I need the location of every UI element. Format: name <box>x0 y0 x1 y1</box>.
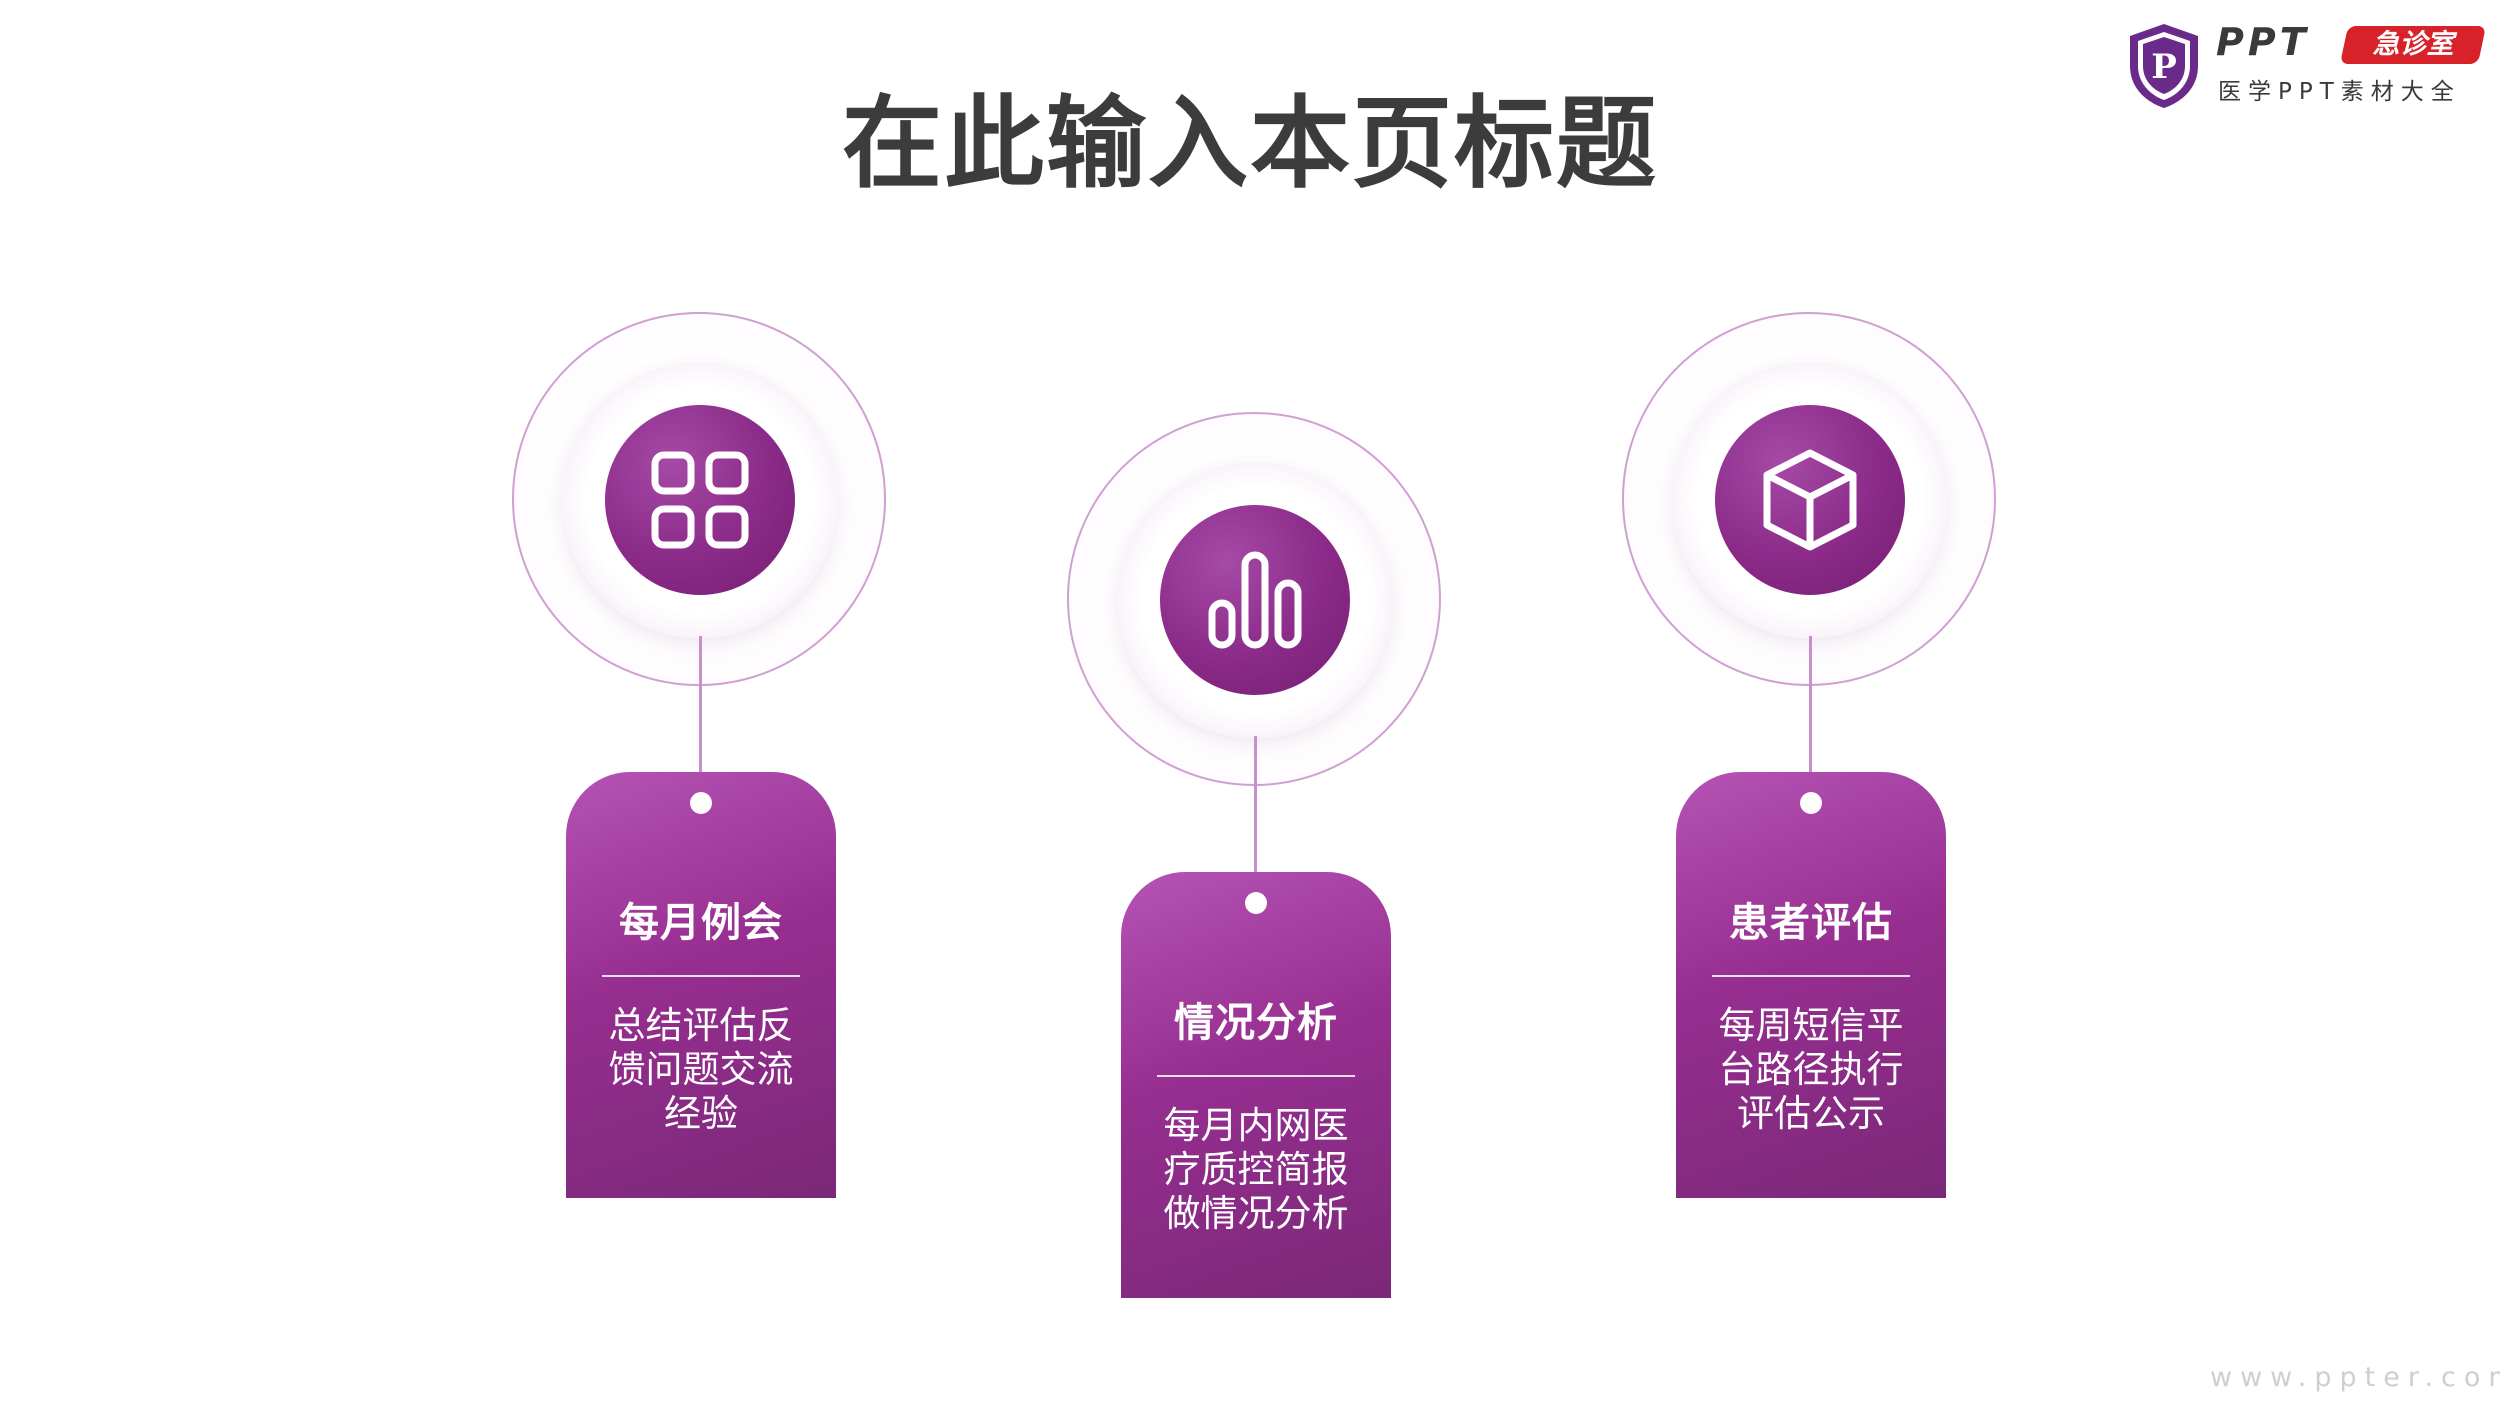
logo-ppt-text: PPT <box>2216 20 2310 64</box>
tag-title: 患者评估 <box>1729 900 1893 946</box>
icon-circle <box>605 405 795 595</box>
column-situation-analysis: 情况分析 每月内网医疗质控简报做情况分析 <box>1065 410 1445 1300</box>
tag-title: 情况分析 <box>1174 1000 1338 1046</box>
tag-title: 每月例会 <box>619 900 783 946</box>
connector-line <box>699 636 702 786</box>
cube-icon <box>1763 449 1857 551</box>
logo-subtitle: 医学PPT素材大全 <box>2218 79 2461 105</box>
tag-body: 每月内网医疗质控简报做情况分析 <box>1163 1104 1349 1235</box>
icon-rings <box>510 310 890 690</box>
tag-body: 每周短信平台路径执行评估公示 <box>1718 1004 1904 1135</box>
tag-divider <box>1157 1075 1355 1077</box>
bar-chart-icon <box>1208 551 1302 649</box>
grid-icon <box>651 451 749 549</box>
shield-logo-icon: P <box>2130 24 2198 108</box>
logo-badge-text: 急诊室 <box>2372 29 2454 60</box>
tag-divider <box>602 975 800 977</box>
icon-circle <box>1160 505 1350 695</box>
connector-line <box>1254 736 1257 886</box>
connector-line <box>1809 636 1812 786</box>
brand-logo: P PPT 急诊室 医学PPT素材大全 <box>2126 20 2487 114</box>
watermark: www.ppter.com <box>2210 1362 2500 1393</box>
tag-card: 情况分析 每月内网医疗质控简报做情况分析 <box>1121 872 1391 1298</box>
tag-body: 总结评估反馈问题交流经验 <box>608 1004 794 1135</box>
column-patient-assessment: 患者评估 每周短信平台路径执行评估公示 <box>1620 310 2000 1200</box>
tag-hole <box>1245 892 1267 914</box>
tag-hole <box>1800 792 1822 814</box>
icon-rings <box>1620 310 2000 690</box>
tag-hole <box>690 792 712 814</box>
shield-letter: P <box>2151 47 2177 87</box>
tag-card: 患者评估 每周短信平台路径执行评估公示 <box>1676 772 1946 1198</box>
icon-circle <box>1715 405 1905 595</box>
logo-badge: 急诊室 <box>2339 26 2487 64</box>
column-monthly-meeting: 每月例会 总结评估反馈问题交流经验 <box>510 310 890 1200</box>
tag-divider <box>1712 975 1910 977</box>
tag-card: 每月例会 总结评估反馈问题交流经验 <box>566 772 836 1198</box>
icon-rings <box>1065 410 1445 790</box>
page-title: 在此输入本页标题 <box>842 85 1658 202</box>
